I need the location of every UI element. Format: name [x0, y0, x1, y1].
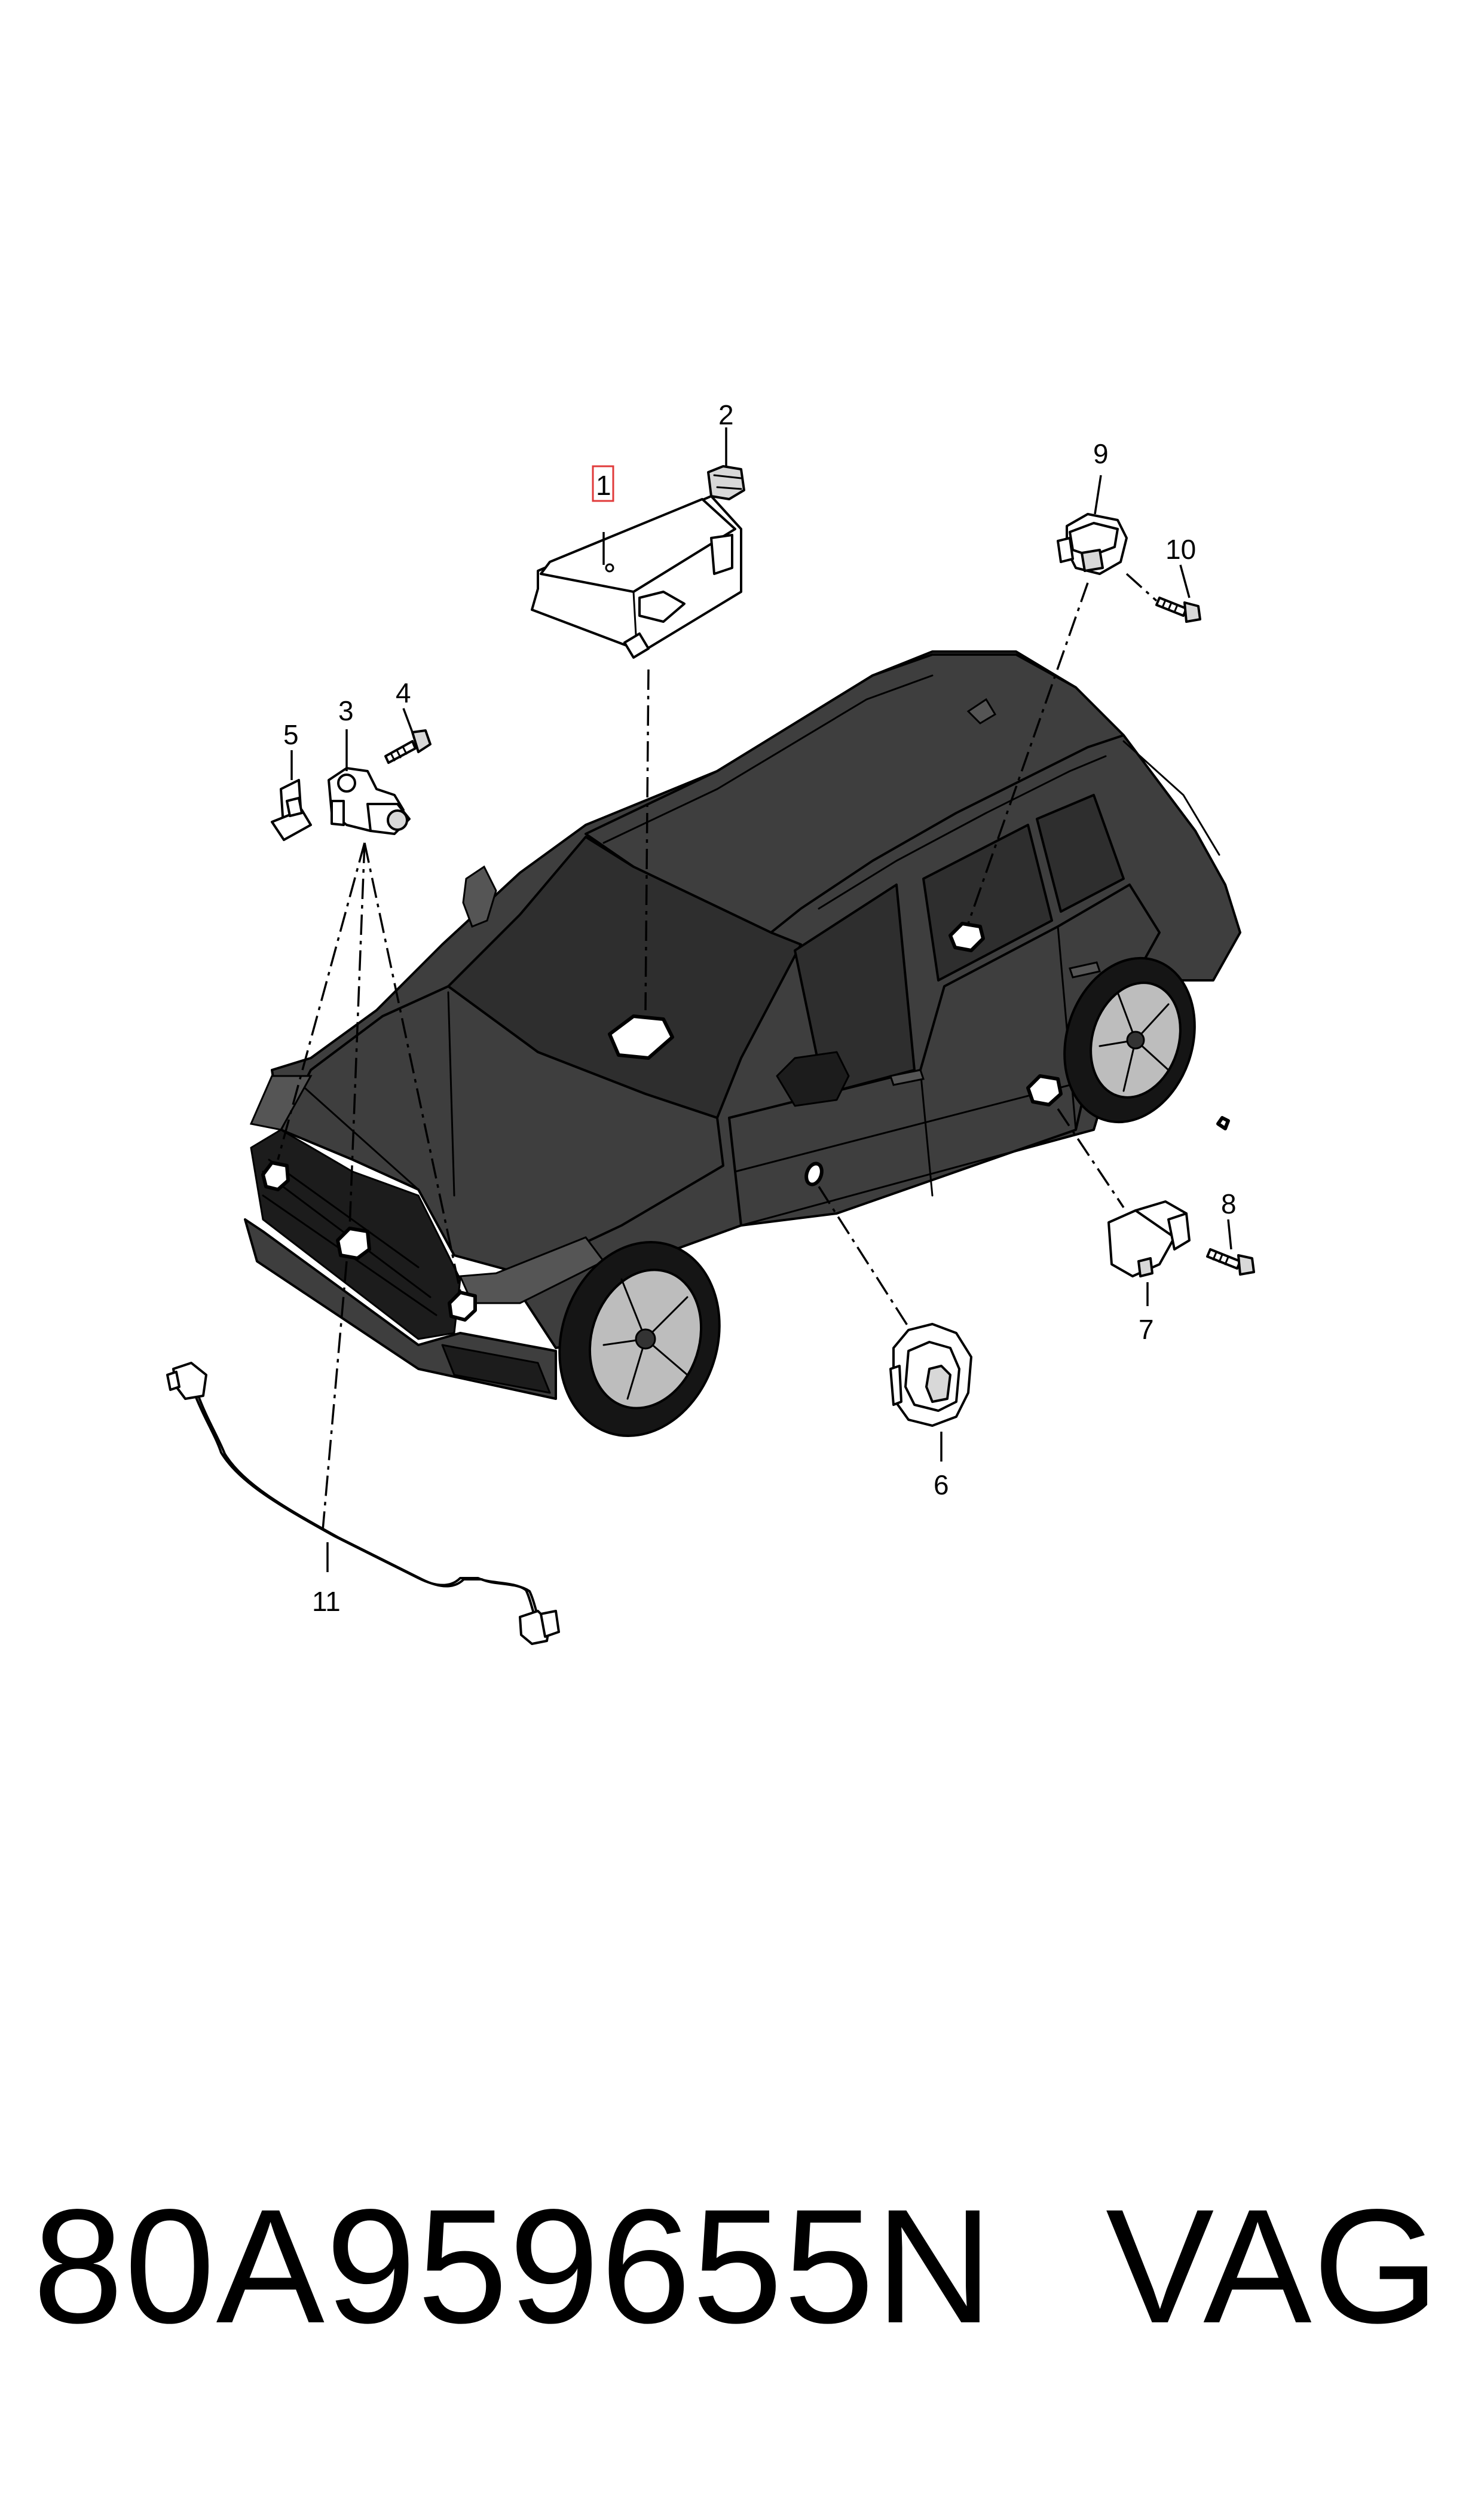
part-2-nut [707, 465, 745, 500]
callout-4: 4 [396, 677, 411, 708]
marker-roof [608, 1014, 674, 1060]
part-10-screw [1155, 597, 1201, 623]
callout-2: 2 [718, 399, 734, 430]
callout-8: 8 [1221, 1188, 1237, 1219]
part-1-control-unit [531, 495, 742, 659]
callout-6: 6 [934, 1469, 949, 1500]
leader-lines [277, 427, 1232, 1572]
marker-rear-window [948, 922, 985, 952]
callout-3: 3 [338, 695, 354, 726]
part-6-sensor [889, 1323, 972, 1427]
part-11-wiring-harness [166, 1362, 560, 1645]
marker-front-left [261, 1161, 290, 1191]
vehicle-illustration [244, 650, 1241, 1437]
callout-1: 1 [596, 470, 611, 501]
part-7-sensor [1107, 1200, 1191, 1277]
part-8-screw [1206, 1248, 1255, 1276]
marker-rear-side [1026, 1074, 1063, 1106]
callout-7: 7 [1139, 1314, 1154, 1345]
part-9-sensor [1057, 513, 1128, 575]
callout-labels: 1 2 3 4 5 6 7 8 9 10 11 [283, 399, 1237, 1617]
callout-9: 9 [1093, 438, 1109, 469]
part-4-bolt [384, 729, 432, 764]
marker-front-right [448, 1291, 477, 1322]
callout-11: 11 [312, 1586, 341, 1617]
brand-label: VAG [1106, 2175, 1441, 2357]
part-3-sensor [328, 767, 411, 835]
marker-lower-front [1216, 1116, 1230, 1130]
part-5-bracket [271, 779, 312, 841]
callout-5: 5 [283, 719, 299, 750]
part-number-label: 80A959655N [33, 2175, 995, 2357]
callout-10: 10 [1165, 534, 1196, 565]
marker-door [804, 1161, 824, 1187]
callout-1-highlight-box [592, 465, 614, 502]
